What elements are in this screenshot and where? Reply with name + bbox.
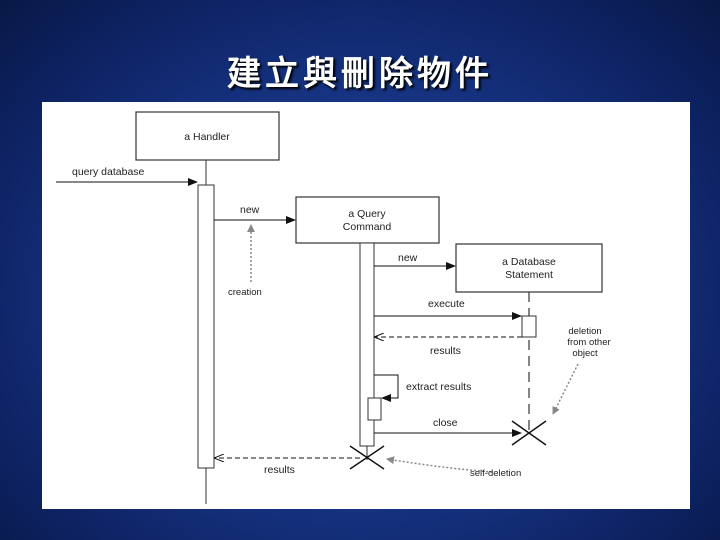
query-command-object: a Query Command xyxy=(295,196,440,244)
query-activation xyxy=(359,242,375,447)
query-destroy-mark xyxy=(349,445,385,470)
handler-label: a Handler xyxy=(184,131,230,143)
new-query-label: new xyxy=(240,204,260,216)
handler-activation xyxy=(197,184,215,469)
results-handler-label: results xyxy=(264,464,295,476)
results-return-label: results xyxy=(430,345,461,357)
statement-label-1: a Database xyxy=(502,256,556,268)
statement-activation xyxy=(521,315,537,338)
deletion-note-3: object xyxy=(572,348,598,359)
self-deletion-note: self-deletion xyxy=(470,468,521,479)
query-label-1: a Query xyxy=(348,208,386,220)
new-statement-label: new xyxy=(398,252,418,264)
sequence-diagram-svg: a Handler a Query Command a Database Sta… xyxy=(56,111,611,504)
extract-results-arrow xyxy=(374,374,399,402)
sequence-diagram: a Handler a Query Command a Database Sta… xyxy=(42,102,690,509)
close-label: close xyxy=(433,417,458,429)
slide-title: 建立與刪除物件 xyxy=(227,54,493,94)
query-label-2: Command xyxy=(343,221,392,233)
database-statement-object: a Database Statement xyxy=(455,243,603,293)
extract-results-label: extract results xyxy=(406,381,471,393)
handler-object: a Handler xyxy=(135,111,280,161)
statement-label-2: Statement xyxy=(505,269,553,281)
deletion-pointer xyxy=(552,363,579,415)
deletion-note-1: deletion xyxy=(568,326,601,337)
creation-note: creation xyxy=(228,287,262,298)
deletion-note-2: from other xyxy=(567,337,610,348)
query-database-label: query database xyxy=(72,166,145,178)
statement-destroy-mark xyxy=(511,420,547,446)
query-self-activation xyxy=(367,397,382,421)
execute-label: execute xyxy=(428,298,465,310)
